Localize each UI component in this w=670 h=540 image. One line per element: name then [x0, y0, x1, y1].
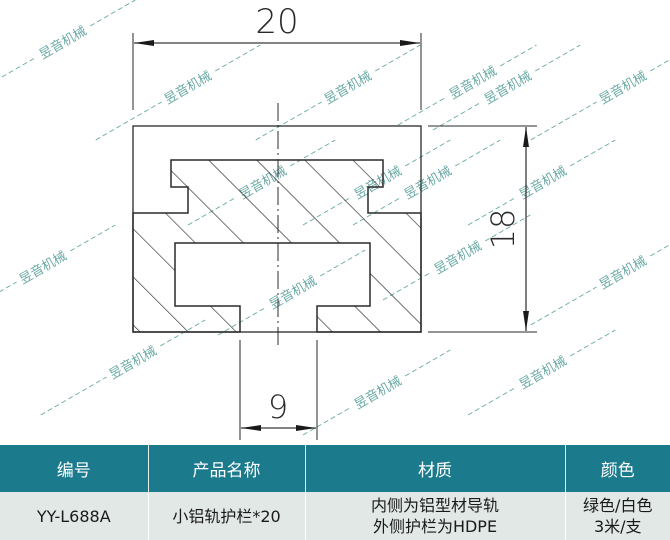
cell-color: 绿色/白色 3米/支 [565, 492, 670, 540]
slot-dimension: 9 [239, 340, 318, 440]
width-dimension-label: 20 [255, 2, 298, 42]
table-row: YY-L688A 小铝轨护栏*20 内侧为铝型材导轨 外侧护栏为HDPE 绿色/… [0, 492, 670, 540]
color-line-1: 绿色/白色 [583, 496, 653, 515]
color-line-2: 3米/支 [593, 517, 642, 536]
watermark-text: 昱音机械 [517, 163, 570, 203]
watermark-text: 昱音机械 [432, 238, 485, 278]
cell-product-name: 小铝轨护栏*20 [148, 492, 306, 540]
watermark-text: 昱音机械 [17, 248, 70, 288]
material-line-1: 内侧为铝型材导轨 [370, 496, 499, 515]
height-dimension-label: 18 [484, 209, 522, 250]
material-line-2: 外侧护栏为HDPE [372, 517, 498, 536]
watermark-text: 昱音机械 [267, 273, 320, 313]
header-product-name: 产品名称 [148, 445, 306, 492]
cell-code: YY-L688A [0, 492, 149, 540]
height-dimension: 18 [428, 125, 537, 333]
watermark-text: 昱音机械 [597, 68, 650, 108]
header-code: 编号 [0, 445, 149, 492]
watermark-text: 昱音机械 [37, 23, 90, 63]
cell-material: 内侧为铝型材导轨 外侧护栏为HDPE [305, 492, 566, 540]
width-dimension: 20 [132, 2, 422, 110]
table-header-row: 编号 产品名称 材质 颜色 [0, 445, 670, 492]
slot-dimension-label: 9 [268, 388, 288, 426]
watermark-text: 昱音机械 [162, 68, 215, 108]
watermark-text: 昱音机械 [402, 163, 455, 203]
header-color: 颜色 [565, 445, 670, 492]
watermark-text: 昱音机械 [107, 343, 160, 383]
watermark-text: 昱音机械 [597, 253, 650, 293]
watermark-text: 昱音机械 [517, 353, 570, 393]
watermark-text: 昱音机械 [352, 373, 405, 413]
header-material: 材质 [305, 445, 566, 492]
watermark-text: 昱音机械 [322, 68, 375, 108]
technical-drawing: 昱音机械 昱音机械 昱音机械 昱音机械 昱音机械 昱音机械 [0, 0, 670, 440]
spec-table: 编号 产品名称 材质 颜色 YY-L688A 小铝轨护栏*20 内侧为铝型材导轨… [0, 445, 670, 540]
